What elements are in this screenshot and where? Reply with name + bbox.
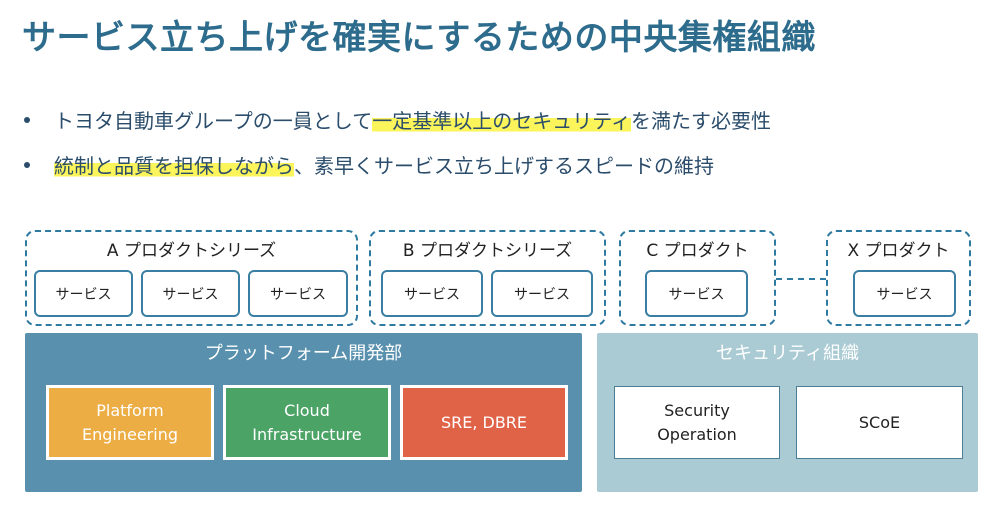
product-group-label: C プロダクト [646, 241, 749, 261]
product-group-c: C プロダクト [619, 230, 776, 326]
bullet-item: トヨタ自動車グループの一員として一定基準以上のセキュリティを満たす必要性 [22, 105, 771, 134]
bullet-dot-icon [24, 161, 30, 168]
product-group-label: X プロダクト [847, 241, 950, 261]
bullet-dot-icon [24, 116, 30, 123]
service-box: サービス [853, 270, 956, 317]
slide-title: サービス立ち上げを確実にするための中央集権組織 [22, 18, 816, 58]
product-group-b: B プロダクトシリーズ [369, 230, 606, 326]
team-label: Security [664, 400, 730, 420]
team-scoe: SCoE [796, 386, 963, 459]
service-box: サービス [645, 270, 748, 317]
team-label: Engineering [82, 424, 178, 444]
service-box: サービス [381, 270, 483, 317]
team-sre-dbre: SRE, DBRE [400, 385, 568, 460]
bullet-text: 、素早くサービス立ち上げするスピードの維持 [294, 154, 714, 178]
bullet-item: 統制と品質を担保しながら、素早くサービス立ち上げするスピードの維持 [22, 150, 714, 179]
highlighted-text: 一定基準以上のセキュリティ [372, 105, 632, 134]
team-label: SCoE [858, 412, 901, 432]
service-box: サービス [248, 270, 348, 317]
product-group-label: A プロダクトシリーズ [106, 241, 277, 261]
team-label: Infrastructure [252, 424, 362, 444]
service-box: サービス [34, 270, 133, 317]
product-group-x: X プロダクト [826, 230, 971, 326]
team-label: Cloud [284, 400, 330, 420]
dashed-connector [776, 278, 826, 280]
service-box: サービス [141, 270, 240, 317]
service-box: サービス [491, 270, 593, 317]
highlighted-text: 統制と品質を担保しながら [54, 150, 294, 179]
team-label: Operation [657, 424, 737, 444]
security-organization-title: セキュリティ組織 [716, 343, 859, 364]
platform-department-title: プラットフォーム開発部 [204, 343, 403, 364]
team-label: SRE, DBRE [440, 412, 528, 432]
product-group-label: B プロダクトシリーズ [402, 241, 573, 261]
bullet-text: トヨタ自動車グループの一員として [54, 109, 373, 133]
team-label: Platform [96, 400, 164, 420]
product-group-a: A プロダクトシリーズ [25, 230, 358, 326]
bullet-text: を満たす必要性 [631, 109, 772, 133]
